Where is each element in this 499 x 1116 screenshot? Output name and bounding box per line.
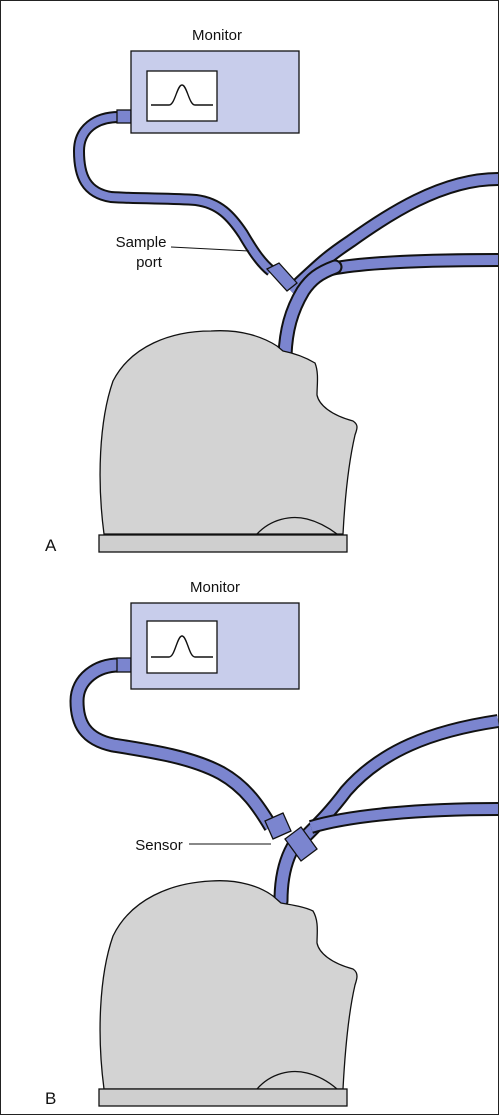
panel-a-circuit-tubes	[277, 172, 499, 363]
panel-a-callout-leader	[170, 246, 250, 252]
panel-a-sample-port	[265, 262, 298, 292]
panel-a-expiratory-limb	[330, 255, 499, 274]
panel-b-callout-line1: Sensor	[135, 837, 183, 854]
panel-b-pillow	[255, 1070, 339, 1090]
panel-a: Monitor Sample port A	[45, 27, 499, 555]
panel-b-waveform	[151, 635, 213, 658]
panel-a-letter: A	[45, 536, 57, 555]
panel-b-table	[98, 1088, 348, 1107]
panel-b-monitor-connector	[116, 657, 132, 673]
panel-a-patient-head	[99, 330, 358, 535]
panel-b-airway-tube	[275, 841, 299, 907]
panel-b-monitor-screen	[146, 620, 218, 674]
panel-b-monitor-label: Monitor	[190, 579, 240, 596]
panel-a-monitor-label: Monitor	[192, 27, 242, 44]
panel-b-sensor	[264, 812, 318, 862]
panel-a-callout-line2: port	[136, 254, 163, 271]
panel-a-callout-line1: Sample	[116, 234, 167, 251]
panel-a-monitor-connector	[116, 109, 132, 124]
panel-a-waveform	[151, 84, 213, 106]
panel-a-table	[98, 534, 348, 553]
panel-a-monitor-screen	[146, 70, 218, 122]
panel-b-patient-head	[99, 880, 358, 1090]
panel-a-airway-tube	[279, 261, 341, 361]
panel-b: Monitor Sensor B	[45, 579, 499, 1108]
panel-b-circuit-tubes	[273, 714, 499, 909]
panel-b-expiratory-limb	[309, 804, 499, 832]
panel-a-pillow	[255, 516, 339, 535]
panel-a-sampling-line	[74, 113, 274, 275]
panel-b-sensor-cable	[71, 659, 276, 830]
panel-b-letter: B	[45, 1089, 56, 1108]
